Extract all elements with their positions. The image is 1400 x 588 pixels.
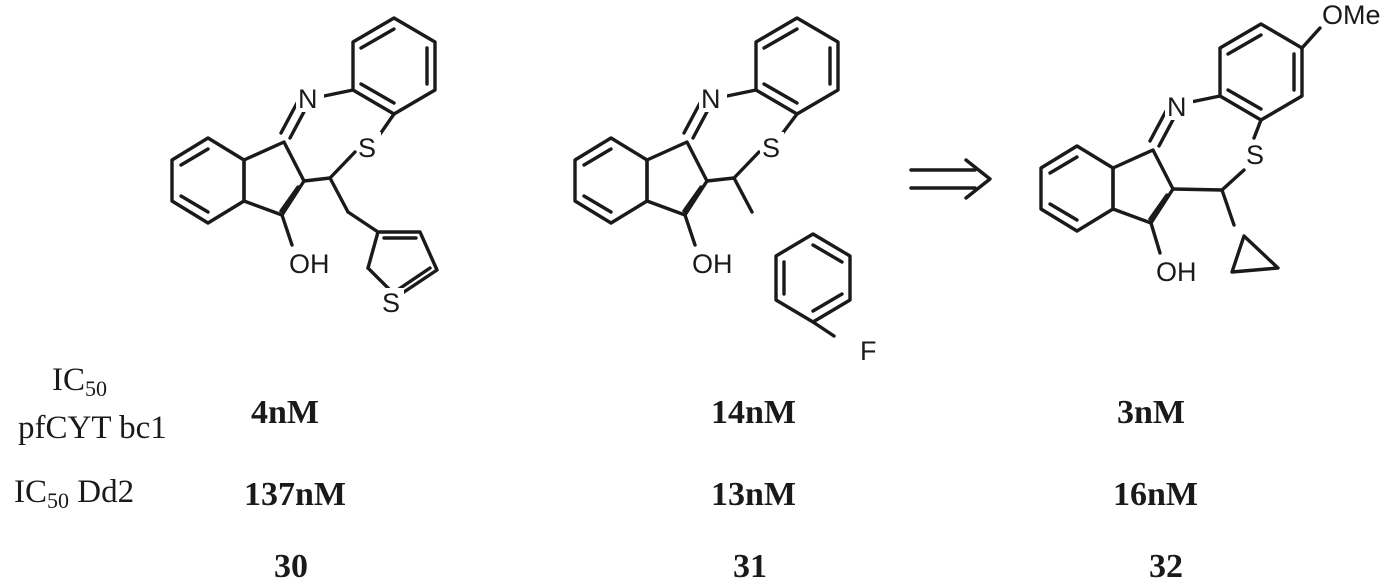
indene-ring-30	[242, 140, 306, 217]
row-label-ic50: IC50	[52, 362, 107, 401]
indene-benzo-31	[573, 136, 649, 225]
benzo-ring-31	[754, 16, 840, 116]
atom-s-ring-30: S	[358, 133, 376, 163]
benzo-ring-32	[1218, 22, 1304, 122]
atom-oh-30: OH	[289, 249, 330, 279]
atom-n-30: N	[298, 84, 318, 114]
compound-id-31: 31	[733, 548, 767, 585]
imine-bond-30	[288, 106, 308, 140]
transform-arrow	[909, 158, 992, 200]
atom-s-thiophene-30: S	[382, 288, 400, 318]
fluorophenyl-ring-31	[774, 232, 852, 324]
atom-n-32: N	[1167, 92, 1187, 122]
compound-id-30: 30	[274, 548, 308, 585]
pfcyt-value-32: 3nM	[1117, 394, 1185, 431]
dd2-value-32: 16nM	[1113, 476, 1198, 513]
dd2-value-31: 13nM	[711, 476, 796, 513]
indene-benzo-32	[1039, 144, 1115, 233]
benzo-ring-30	[351, 16, 437, 116]
pfcyt-value-30: 4nM	[251, 394, 319, 431]
indene-ring-32	[1111, 148, 1175, 225]
cyclopropyl-ring-32	[1230, 234, 1280, 274]
indene-ring-31	[645, 140, 709, 217]
atom-oh-31: OH	[692, 249, 733, 279]
bond-s-ch-30	[328, 150, 357, 180]
atom-n-31: N	[701, 84, 721, 114]
row-label-pfcyt: pfCYT bc1	[18, 410, 167, 446]
compound-id-32: 32	[1149, 548, 1183, 585]
pfcyt-value-31: 14nM	[711, 394, 796, 431]
atom-s-ring-31: S	[762, 133, 780, 163]
structure-32	[1039, 22, 1322, 274]
imine-bond-32	[1157, 114, 1177, 148]
atom-f-31: F	[860, 336, 877, 366]
dd2-value-30: 137nM	[244, 476, 346, 513]
atom-ome-32: OMe	[1322, 0, 1381, 30]
imine-bond-31	[691, 106, 711, 140]
row-label-ic50-dd2: IC50 Dd2	[14, 474, 135, 513]
bond-n-ar-30	[322, 88, 355, 98]
bond-c-ch-30	[302, 176, 332, 183]
bond-ome-32	[1300, 26, 1322, 50]
atom-s-ring-32: S	[1246, 140, 1264, 170]
atom-oh-32: OH	[1156, 257, 1197, 287]
bond-oh-30	[280, 213, 294, 247]
structure-31	[573, 16, 852, 338]
bond-thienyl-30	[328, 176, 350, 214]
indene-benzo-30	[170, 136, 246, 225]
